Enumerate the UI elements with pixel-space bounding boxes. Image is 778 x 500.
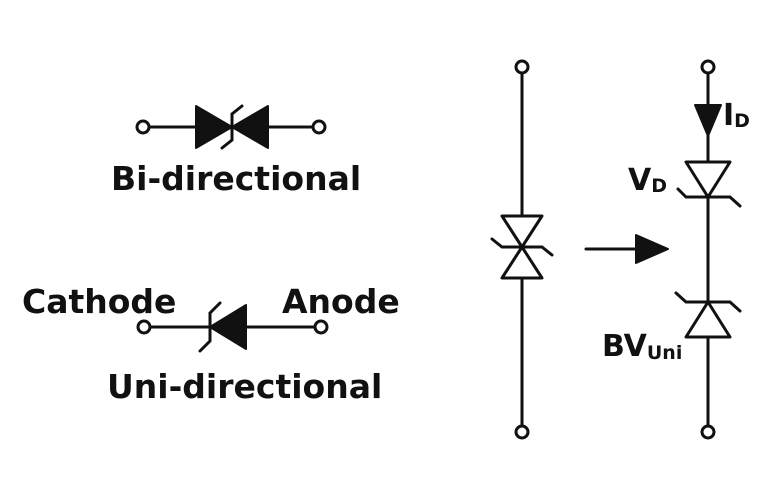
arrow-head	[635, 234, 669, 264]
bidirectional-tvs-symbol	[135, 104, 327, 150]
current-label-main: I	[723, 98, 734, 133]
equivalent-top-terminal	[700, 59, 716, 75]
unidirectional-label: Uni-directional	[107, 367, 382, 406]
current-label-sub: D	[734, 110, 750, 132]
unidirectional-tvs-symbol	[136, 301, 329, 353]
breakdown-voltage-label: BVUni	[602, 329, 682, 364]
bidirectional-left-terminal	[135, 119, 151, 135]
vertical-bidirectional-symbol	[490, 59, 554, 440]
cathode-terminal	[136, 319, 152, 335]
voltage-label-main: V	[628, 163, 652, 198]
bidirectional-label: Bi-directional	[111, 159, 361, 198]
vertical-lower-triangle	[500, 245, 544, 280]
equivalent-circuit	[674, 59, 742, 440]
lower-diode-triangle	[684, 300, 732, 339]
anode-terminal	[313, 319, 329, 335]
anode-label: Anode	[282, 282, 400, 321]
current-arrow-head	[694, 104, 722, 137]
bidirectional-left-triangle	[195, 105, 233, 149]
vertical-zener-bar	[490, 237, 554, 257]
equivalence-arrow	[584, 234, 669, 264]
upper-diode-bar	[676, 187, 742, 208]
current-label: ID	[723, 98, 750, 133]
vertical-upper-triangle	[500, 214, 544, 249]
vertical-bottom-terminal	[514, 424, 530, 440]
cathode-label: Cathode	[22, 282, 176, 321]
upper-diode-triangle	[684, 160, 732, 199]
unidirectional-triangle	[209, 304, 247, 350]
bidirectional-zener-bar	[220, 104, 244, 150]
lower-diode-bar	[674, 291, 742, 313]
breakdown-label-main: BV	[602, 329, 648, 364]
unidirectional-zener-bar	[198, 301, 222, 353]
bidirectional-right-terminal	[311, 119, 327, 135]
voltage-label-sub: D	[651, 175, 667, 197]
equivalent-bottom-terminal	[700, 424, 716, 440]
vertical-top-terminal	[514, 59, 530, 75]
bidirectional-right-triangle	[231, 105, 269, 149]
voltage-label: VD	[628, 163, 667, 198]
breakdown-label-sub: Uni	[647, 342, 682, 364]
